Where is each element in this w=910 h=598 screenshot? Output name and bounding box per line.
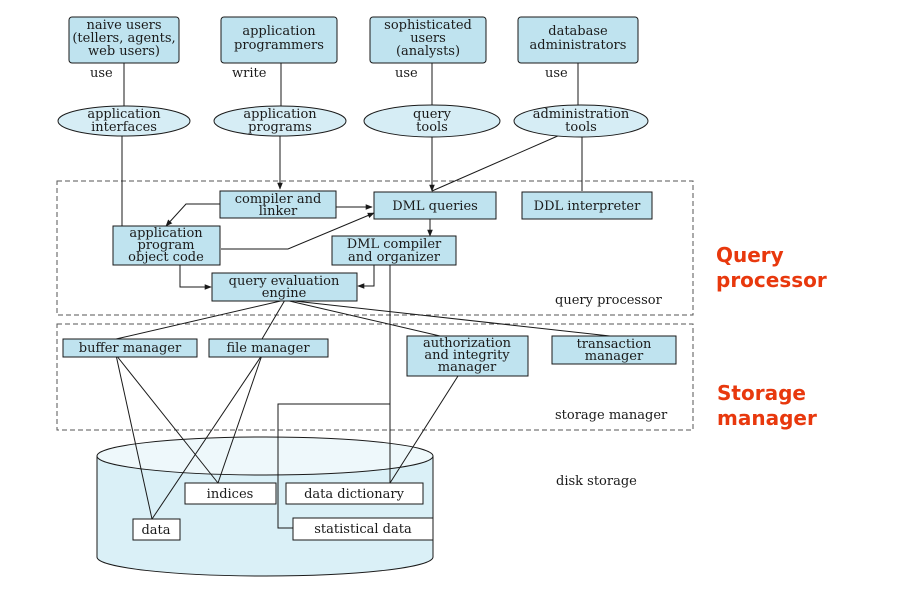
indices-box: indices (184, 482, 277, 505)
ddl-interpreter-label: DDL interpreter (534, 199, 641, 214)
tool-programs-line-2: programs (248, 120, 312, 135)
action-write: write (232, 66, 267, 81)
user-naive-line-2: (tellers, agents, (72, 31, 175, 46)
indices-label: indices (207, 487, 254, 502)
storage-manager-region (56, 323, 694, 431)
auth-manager-line-1: authorization (423, 336, 512, 351)
user-dba-line-1: database (548, 24, 608, 39)
statistical-data-box: statistical data (292, 517, 434, 541)
object-code-line-1: application (129, 226, 203, 241)
tool-application-interfaces: application interfaces (57, 105, 191, 137)
buffer-manager-label: buffer manager (79, 341, 182, 356)
action-use-naive: use (90, 66, 113, 81)
ddl-interpreter-box: DDL interpreter (521, 191, 653, 220)
data-dictionary-label: data dictionary (304, 487, 404, 502)
transaction-manager-box: transaction manager (551, 335, 677, 365)
user-sophisticated-line-3: (analysts) (396, 44, 460, 59)
query-processor-side-label: Query processor (716, 243, 827, 292)
dml-queries-label: DML queries (392, 199, 478, 214)
data-label: data (141, 523, 170, 538)
user-naive-line-1: naive users (86, 18, 161, 33)
data-dictionary-box: data dictionary (285, 482, 424, 505)
buffer-manager-box: buffer manager (62, 338, 198, 358)
query-evaluation-engine-box: query evaluation engine (211, 272, 358, 302)
tool-admin-line-1: administration (533, 107, 630, 122)
object-code-line-3: object code (128, 250, 204, 265)
user-box-dba: database administrators (517, 16, 639, 64)
disk-storage-caption: disk storage (556, 474, 637, 489)
object-code-line-2: program (138, 238, 195, 253)
tool-query-line-2: tools (416, 120, 448, 135)
user-box-application-programmers: application programmers (220, 16, 338, 64)
user-box-naive: naive users (tellers, agents, web users) (68, 16, 180, 64)
statistical-data-label: statistical data (314, 522, 412, 537)
user-dba-line-2: administrators (530, 38, 627, 53)
query-engine-line-2: engine (262, 286, 307, 301)
query-engine-line-1: query evaluation (229, 274, 340, 289)
tool-administration-tools: administration tools (513, 104, 649, 138)
auth-manager-line-3: manager (438, 360, 497, 375)
compiler-linker-line-2: linker (259, 204, 298, 219)
dml-compiler-line-1: DML compiler (347, 237, 442, 252)
app-object-code-box: application program object code (112, 225, 221, 266)
transaction-manager-line-2: manager (585, 349, 644, 364)
user-sophisticated-line-2: users (410, 31, 446, 46)
data-box: data (132, 518, 181, 541)
user-box-sophisticated: sophisticated users (analysts) (369, 16, 487, 64)
user-programmers-line-2: programmers (234, 38, 324, 53)
compiler-linker-line-1: compiler and (235, 192, 322, 207)
action-use-dba: use (545, 66, 568, 81)
tool-admin-line-2: tools (565, 120, 597, 135)
compiler-linker-box: compiler and linker (219, 190, 337, 219)
dml-compiler-line-2: and organizer (348, 250, 441, 265)
tool-query-tools: query tools (363, 104, 501, 138)
dml-compiler-box: DML compiler and organizer (331, 235, 457, 266)
query-processor-caption: query processor (555, 293, 663, 308)
tool-query-line-1: query (413, 107, 452, 122)
query-processor-region (56, 180, 694, 316)
user-naive-line-3: web users) (88, 44, 160, 59)
file-manager-box: file manager (208, 338, 329, 358)
file-manager-label: file manager (226, 341, 310, 356)
tool-programs-line-1: application (243, 107, 317, 122)
dml-queries-box: DML queries (373, 191, 497, 220)
storage-manager-side-label: Storage manager (717, 381, 817, 430)
tool-interfaces-line-2: interfaces (91, 120, 157, 135)
action-use-sophisticated: use (395, 66, 418, 81)
transaction-manager-line-1: transaction (577, 337, 652, 352)
tool-application-programs: application programs (213, 105, 347, 137)
storage-manager-caption: storage manager (555, 408, 668, 423)
disk-storage-cylinder (96, 436, 434, 577)
user-sophisticated-line-1: sophisticated (384, 18, 472, 33)
authorization-manager-box: authorization and integrity manager (406, 335, 529, 377)
tool-interfaces-line-1: application (87, 107, 161, 122)
user-programmers-line-1: application (242, 24, 316, 39)
connector-lines (115, 63, 611, 529)
auth-manager-line-2: and integrity (424, 348, 510, 363)
